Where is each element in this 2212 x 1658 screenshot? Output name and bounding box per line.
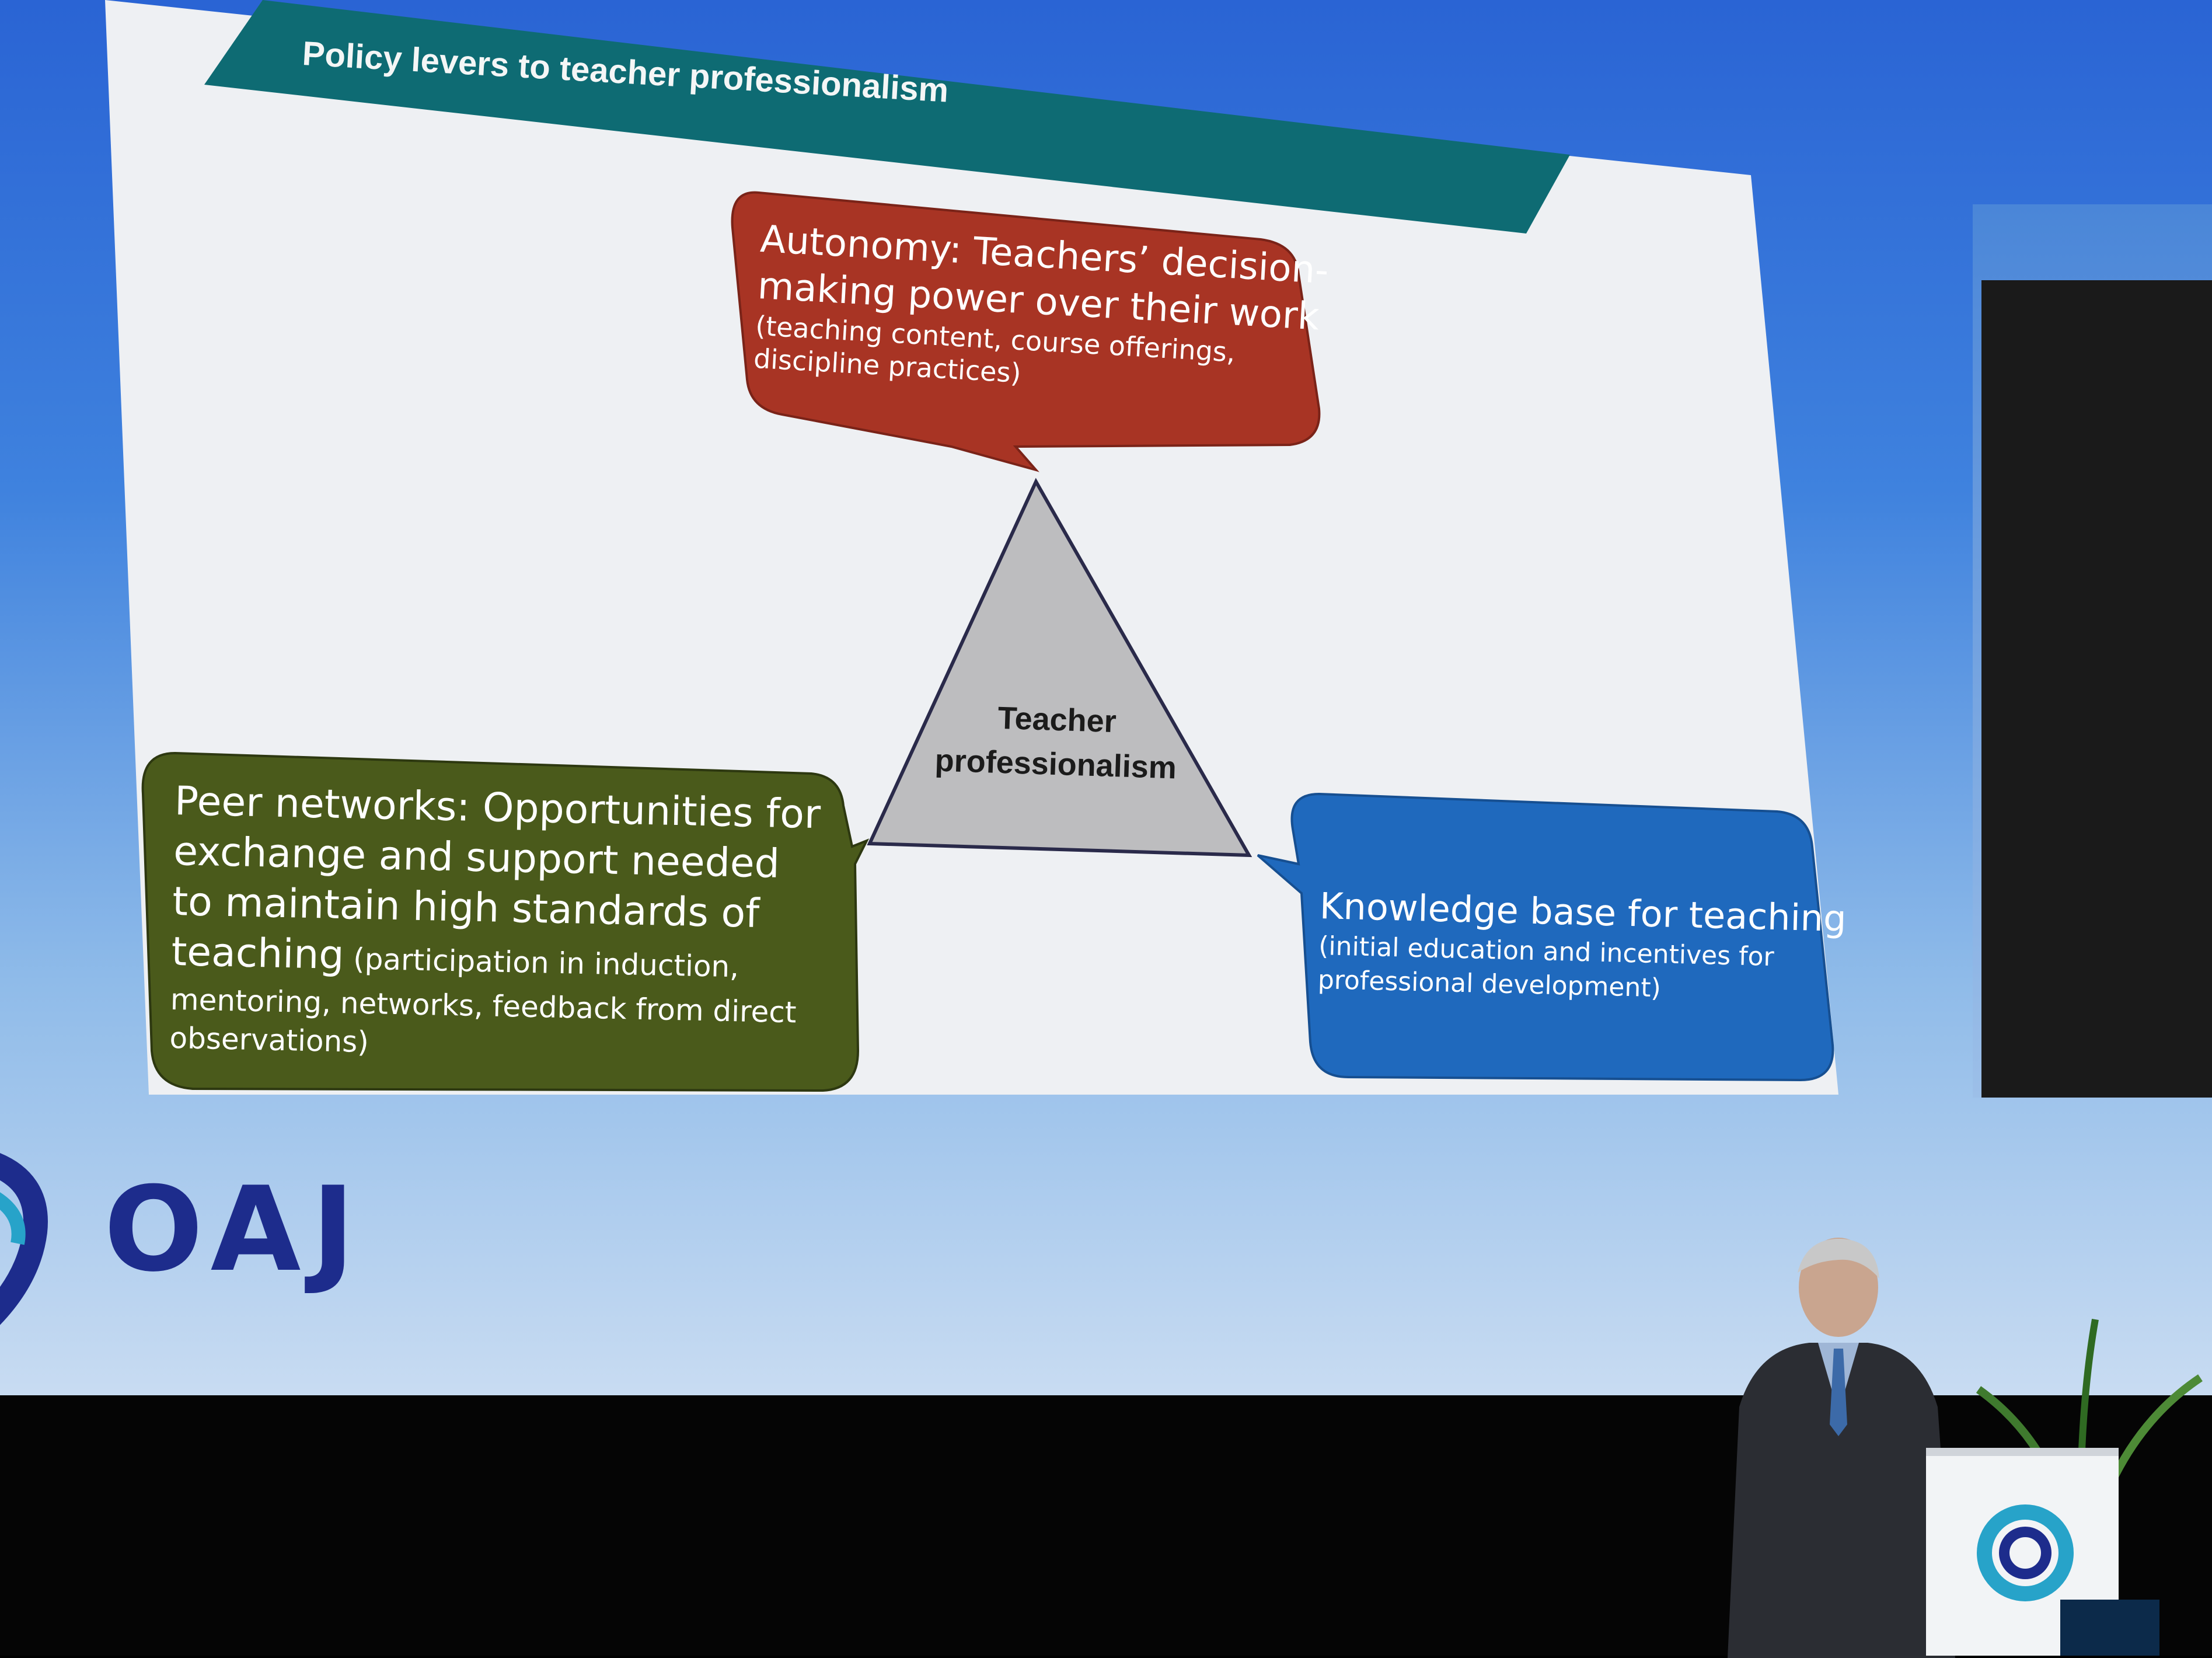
autonomy-callout-box (731, 191, 1321, 472)
autonomy-text: Autonomy: Teachers’ decision- making pow… (753, 216, 1330, 406)
oaj-logo: OAJ (104, 1162, 365, 1298)
professionalism-triangle (867, 478, 1252, 858)
side-screen (1981, 280, 2212, 1098)
peer-networks-text: Peer networks: Opportunities for exchang… (169, 776, 821, 1071)
triangle-label-line-2: professionalism (934, 743, 1177, 786)
oaj-emblem-icon (0, 1153, 48, 1325)
peer-line-4-main: teaching (170, 928, 345, 979)
triangle-label-line-1: Teacher (997, 700, 1117, 740)
peer-callout-box (141, 751, 870, 1092)
speaker-figure (1728, 1238, 1955, 1658)
knowledge-base-text: Knowledge base for teaching (initial edu… (1317, 883, 1847, 1010)
podium (1926, 1448, 2159, 1656)
peer-line-4-sub: (participation in induction, (343, 942, 739, 984)
knowledge-callout-box (1257, 792, 1834, 1082)
title-banner (204, 0, 1570, 234)
triangle-label: Teacher professionalism (930, 694, 1184, 790)
